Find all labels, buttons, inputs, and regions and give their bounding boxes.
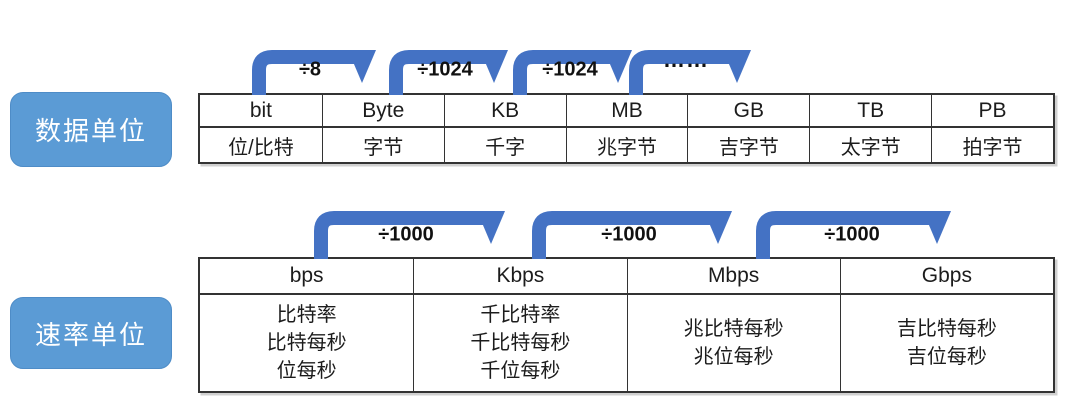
divide-by-1024-label: ÷1024 (417, 58, 473, 81)
data-units-table: bit Byte KB MB GB TB PB 位/比特 字节 千字 兆字节 吉… (198, 93, 1055, 164)
unit-cell: PB (931, 95, 1053, 128)
unit-name-cell: 吉比特每秒 吉位每秒 (839, 295, 1053, 391)
divide-by-1000-label: ÷1000 (601, 223, 657, 246)
unit-name-cell: 兆比特每秒 兆位每秒 (626, 295, 840, 391)
unit-name-cell: 位/比特 (228, 136, 294, 159)
unit-cell: Gbps (839, 259, 1053, 295)
unit-name-cell: 千比特率 千比特每秒 千位每秒 (413, 295, 626, 391)
unit-cell: bps (200, 259, 414, 295)
unit-name-cell: 千字 (443, 128, 566, 162)
unit-cell: Kbps (413, 259, 627, 295)
divide-by-1024-label: ÷1024 (542, 58, 598, 81)
unit-name-line: 位每秒 (276, 360, 337, 382)
unit-name-line: 吉比特每秒 (896, 318, 997, 340)
divide-by-1000-label: ÷1000 (824, 223, 880, 246)
unit-name-cell: 拍字节 (931, 128, 1053, 162)
unit-cell: TB (809, 95, 932, 128)
unit-name-line: 比特每秒 (266, 332, 347, 354)
unit-cell: Mbps (626, 259, 840, 295)
unit-name-cell: 比特率 比特每秒 位每秒 (200, 295, 413, 391)
rate-units-chip: 速率单位 (10, 297, 172, 369)
unit-name-cell: 吉字节 (687, 128, 809, 162)
unit-name-line: 千位每秒 (480, 360, 561, 382)
unit-name-line: 比特率 (276, 304, 337, 326)
rate-units-table: bps Kbps Mbps Gbps 比特率 比特每秒 位每秒 千比特率 千比特… (198, 257, 1055, 393)
ellipsis-label: …… (663, 47, 709, 72)
unit-name-line: 千比特每秒 (470, 332, 571, 354)
unit-name-line: 兆比特每秒 (683, 318, 784, 340)
unit-cell: bit (200, 95, 322, 128)
unit-cell: KB (443, 95, 566, 128)
unit-cell: GB (687, 95, 810, 128)
divide-by-8-label: ÷8 (298, 58, 322, 81)
data-units-chip: 数据单位 (10, 92, 172, 167)
unit-name-cell: 兆字节 (565, 128, 688, 162)
unit-name-cell: 字节 (321, 128, 444, 162)
unit-name-cell: 太字节 (809, 128, 931, 162)
divide-by-1000-label: ÷1000 (378, 223, 434, 246)
unit-cell: Byte (321, 95, 444, 128)
unit-name-line: 兆位每秒 (693, 346, 774, 368)
unit-cell: MB (565, 95, 688, 128)
unit-name-line: 吉位每秒 (906, 346, 987, 368)
unit-name-line: 千比特率 (480, 304, 561, 326)
